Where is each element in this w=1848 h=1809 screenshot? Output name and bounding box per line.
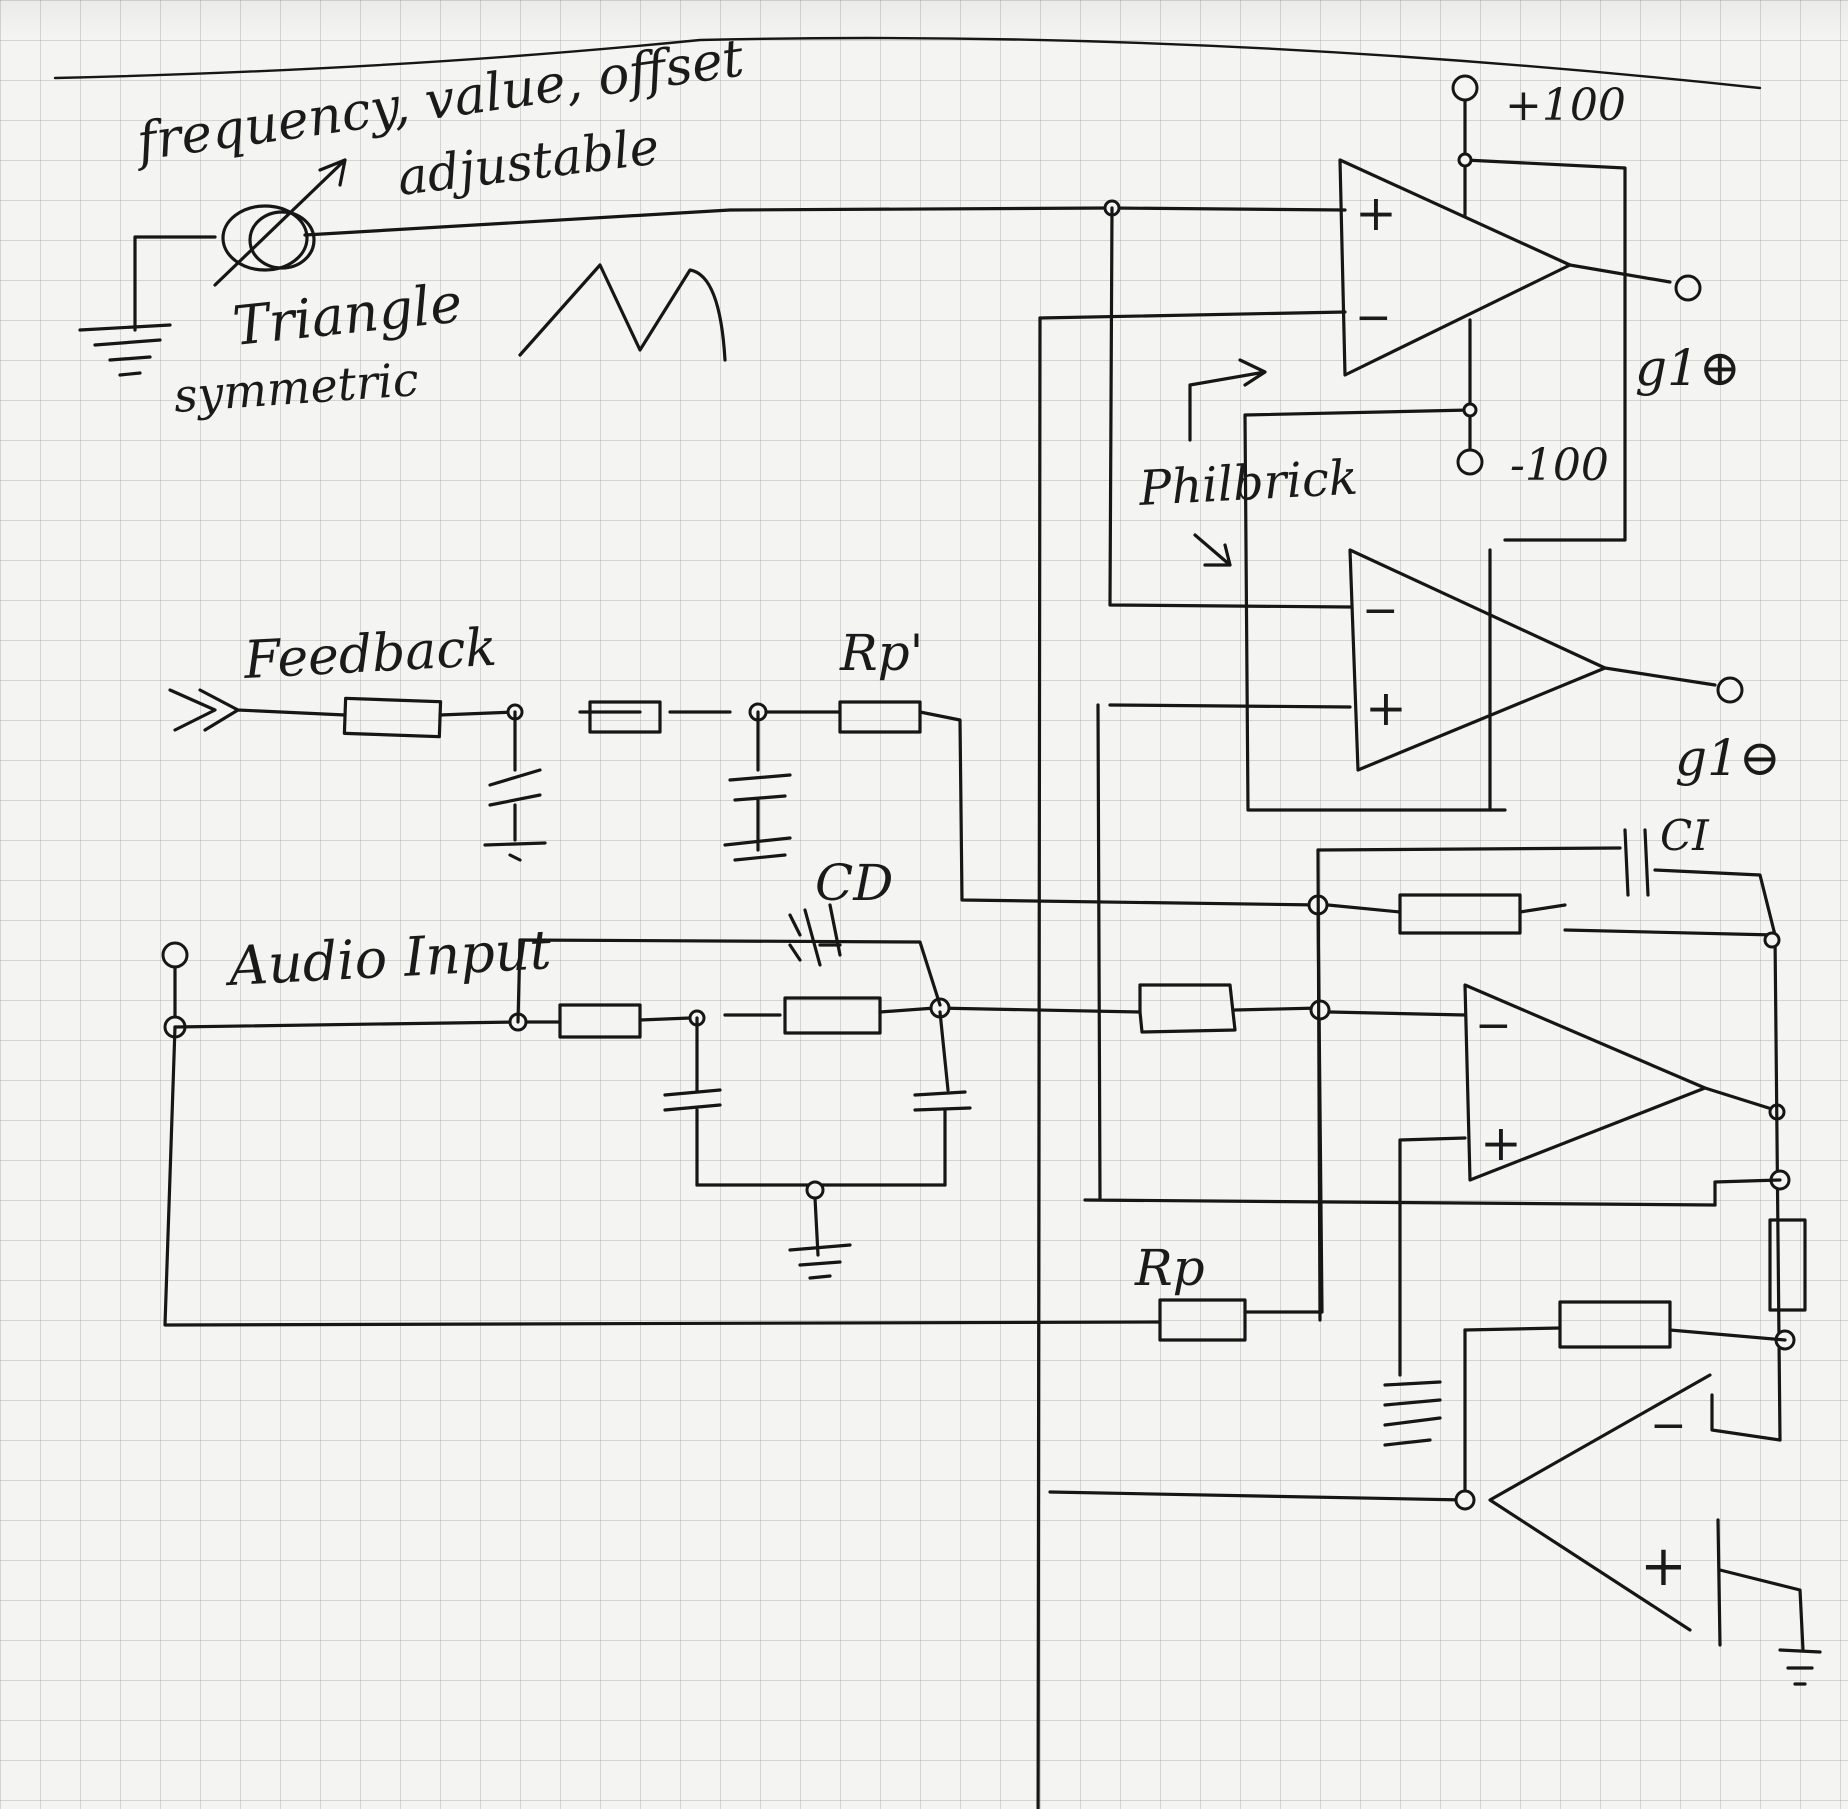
opamp-integrator (1463, 983, 1707, 1182)
triangle-label: Triangle (230, 271, 465, 358)
ci-rail-top (1316, 846, 1777, 937)
lower-feedback-wires (1463, 1326, 1787, 1342)
junction-to-lower-minus (1108, 206, 1352, 609)
rp-resistor (1158, 1298, 1247, 1342)
opamp-lower-out (1603, 666, 1717, 687)
upper-minus-input (1038, 310, 1347, 320)
rp-prime-resistor (838, 700, 922, 734)
rp-prime-wire (918, 710, 1322, 907)
rp-prime-label: Rp' (839, 624, 923, 682)
audio-return-wire (163, 1025, 1162, 1327)
generator-circle (221, 204, 309, 272)
upper-minus-sign: − (1355, 292, 1392, 343)
audio-resistor-1 (558, 1003, 642, 1039)
terminal-g1-plus[interactable] (1674, 274, 1702, 302)
terminal-g1-minus[interactable] (1716, 676, 1744, 704)
integrator-out (1703, 1086, 1777, 1112)
shunt-cap-2 (723, 710, 792, 862)
triangle-waveform (518, 263, 727, 362)
upper-plus-sign: + (1355, 184, 1397, 242)
feedback-resistor-2 (588, 700, 662, 734)
terminal-plus100[interactable] (1451, 74, 1479, 102)
philbrick-pair (1038, 74, 1744, 812)
audio-input-network (161, 903, 1324, 1342)
rp-to-bus (1243, 903, 1324, 1314)
supply-negative-label: -100 (1510, 440, 1609, 491)
generator-lead-left (133, 235, 217, 332)
audio-input-label: Audio Input (222, 918, 553, 998)
ci-resistor (1398, 893, 1522, 935)
node-supply-pos (1457, 152, 1473, 168)
summing-rail (1316, 848, 1322, 1322)
feedback-arrow (168, 688, 347, 732)
triangle-generator (78, 158, 1112, 377)
supply-neg-wire (1243, 318, 1507, 812)
audio-mid-resistor (1138, 983, 1322, 1034)
right-rail-node-1 (1763, 931, 1781, 949)
opamp-upper (1338, 158, 1572, 377)
upper-plus-input (1108, 206, 1347, 212)
audio-shunt-right (913, 1010, 972, 1187)
cd-bridge-wire (516, 938, 942, 1024)
opamp-upper-out (1568, 263, 1672, 284)
cd-label: CD (815, 854, 893, 912)
feedback-wire-1 (438, 710, 842, 717)
audio-ground-node (805, 1180, 825, 1200)
ci-capacitor (1623, 828, 1650, 897)
output-opamp-wires (1048, 1328, 1782, 1502)
lower-minus-sign: − (1362, 585, 1399, 636)
ci-label: CI (1660, 811, 1710, 860)
output-plus-label: g1⊕ (1635, 339, 1741, 397)
cd-capacitor (788, 903, 842, 967)
output-plus-input (1716, 1518, 1822, 1686)
generator-circle-2 (248, 210, 316, 270)
audio-shunt-left (663, 1016, 722, 1187)
symmetric-label: symmetric (172, 352, 420, 423)
integrator-plus-sign: + (1480, 1114, 1522, 1172)
feedback-resistor-1 (342, 696, 443, 739)
audio-main-wire (173, 1006, 1142, 1029)
feedback-step (1713, 1178, 1782, 1207)
philbrick-label: Philbrick (1137, 450, 1360, 517)
lower-plus-input (1108, 703, 1352, 709)
shunt-cap-1 (483, 710, 547, 862)
vertical-resistor (1768, 1218, 1807, 1312)
lower-plus-sign: + (1365, 679, 1407, 737)
vertical-bus (1036, 316, 1042, 1809)
terminal-minus100[interactable] (1456, 448, 1484, 476)
adjustable-arrow (213, 158, 347, 287)
opamp-output (1488, 1373, 1712, 1632)
philbrick-arrow-down (1193, 533, 1232, 567)
supply-positive-label: +100 (1505, 80, 1626, 131)
output-minus-label: g1⊖ (1675, 729, 1781, 787)
integrator-inputs (1328, 1010, 1467, 1377)
feedback-network (168, 688, 1322, 967)
output-minus-sign: − (1650, 1400, 1687, 1451)
ground-integrator (1383, 1380, 1442, 1447)
lower-feedback-resistor (1558, 1300, 1672, 1349)
audio-ground (788, 1196, 852, 1280)
opamp-lower (1348, 548, 1607, 772)
feedback-label: Feedback (242, 618, 499, 691)
integrator-minus-sign: − (1475, 1000, 1512, 1051)
integrator-stage (1048, 828, 1822, 1686)
rp-label: Rp (1134, 1239, 1205, 1297)
bus-branch-lower (1083, 703, 1717, 1207)
ground-symbol (78, 323, 172, 377)
generator-output-wire (303, 206, 1112, 237)
audio-input-terminal[interactable] (161, 941, 189, 969)
output-node (1454, 1489, 1476, 1511)
output-plus-sign: + (1640, 1534, 1687, 1599)
philbrick-arrow-up (1188, 358, 1267, 442)
node-supply-neg (1462, 402, 1478, 418)
audio-resistor-2 (783, 996, 882, 1035)
text-annotations: frequency, value, offset adjustable Tria… (129, 28, 1780, 1599)
ci-resistor-wires (1326, 903, 1777, 937)
